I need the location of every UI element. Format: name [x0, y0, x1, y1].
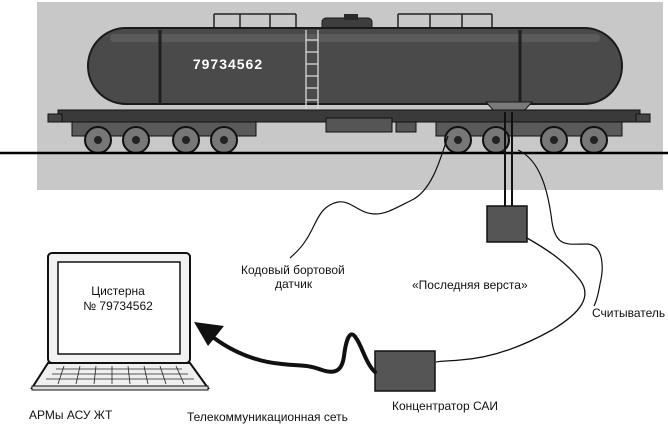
reader-leader: [517, 149, 603, 307]
tank-car-number: 79734562: [193, 56, 263, 72]
onboard-sensor-leader: [289, 135, 449, 259]
last-mile-cable: [435, 237, 586, 363]
label-reader: Считыватель: [592, 306, 666, 320]
label-workstations: АРМы АСУ ЖТ: [29, 408, 113, 422]
telecom-arrowhead: [194, 322, 224, 346]
laptop: [30, 252, 210, 391]
telecom-network-line: [212, 332, 377, 374]
laptop-screen-text: Цистерна № 79734562: [62, 284, 174, 314]
laptop-base: [30, 362, 210, 389]
tank-ladder: [305, 30, 319, 112]
concentrator-box: [374, 350, 436, 392]
reader-device: [486, 112, 528, 243]
tank-body: [87, 27, 623, 105]
tank-car: 79734562: [47, 13, 651, 154]
screen-line-1: Цистерна: [91, 284, 145, 298]
label-onboard-sensor-2: датчик: [275, 277, 313, 291]
laptop-screen: [57, 261, 181, 355]
label-concentrator: Концентратор САИ: [392, 399, 498, 413]
label-telecom-network: Телекоммуникационная сеть: [187, 410, 348, 424]
label-last-mile: «Последняя верста»: [412, 278, 528, 292]
bogie-left: [71, 121, 257, 154]
bogie-right: [435, 121, 623, 154]
screen-line-2: № 79734562: [83, 299, 153, 313]
label-onboard-sensor-1: Кодовый бортовой: [241, 263, 345, 277]
